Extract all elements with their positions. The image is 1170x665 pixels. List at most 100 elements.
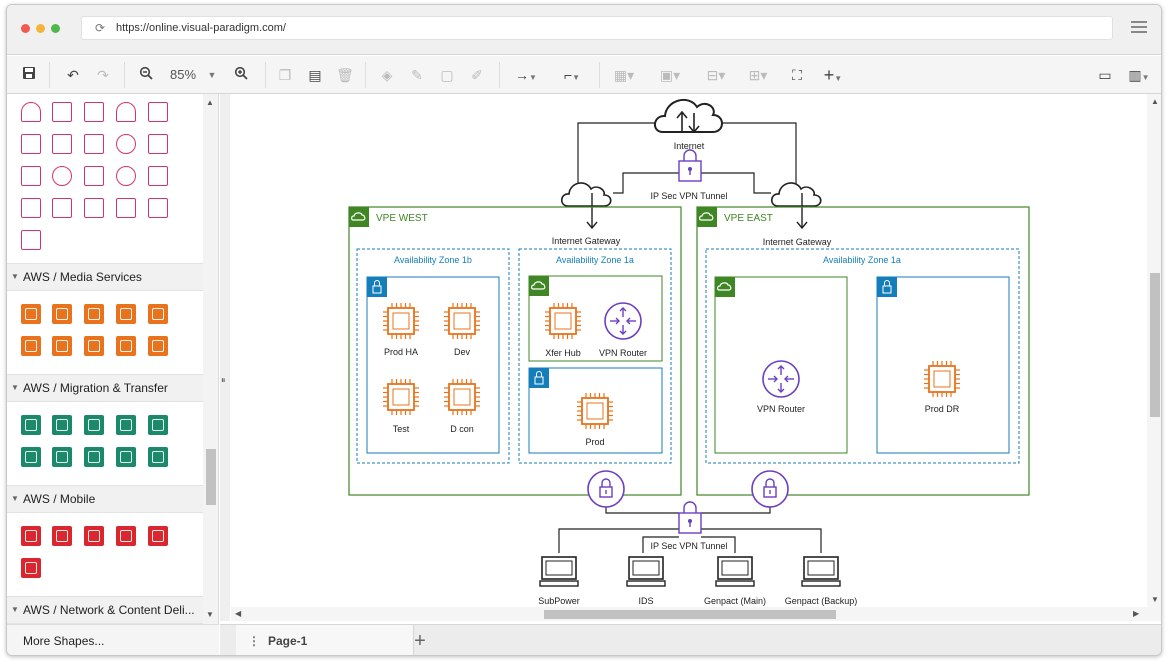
distribute-icon[interactable]: ⊞▾ <box>748 67 768 83</box>
internet-cloud-icon[interactable] <box>654 98 723 134</box>
zone-1a-east-container[interactable] <box>705 248 1020 464</box>
sidebar-scrollbar-thumb[interactable] <box>206 449 216 505</box>
shape-icon[interactable] <box>21 198 41 218</box>
media-service-icon[interactable] <box>21 304 41 324</box>
sidebar-resize-handle[interactable]: ⏸ <box>221 375 226 385</box>
category-network-content-delivery[interactable]: ▼ AWS / Network & Content Deli... <box>7 596 203 624</box>
media-service-icon[interactable] <box>148 336 168 356</box>
migration-service-icon[interactable] <box>116 415 136 435</box>
ec2-instance-icon[interactable] <box>576 392 614 430</box>
migration-service-icon[interactable] <box>21 447 41 467</box>
shape-icon[interactable] <box>84 166 104 186</box>
media-service-icon[interactable] <box>84 304 104 324</box>
paste-icon[interactable]: ▤ <box>308 67 322 83</box>
migration-service-icon[interactable] <box>148 415 168 435</box>
format-panel-icon[interactable]: ▭ <box>1098 67 1112 83</box>
more-shapes-button[interactable]: More Shapes... <box>7 624 219 655</box>
media-service-icon[interactable] <box>148 304 168 324</box>
shape-icon[interactable] <box>116 198 136 218</box>
copy-icon[interactable]: ❐ <box>278 67 292 83</box>
scroll-left-icon[interactable]: ◀ <box>235 609 242 618</box>
vpn-connection-west-icon[interactable] <box>587 470 625 508</box>
line-color-icon[interactable]: ✎ <box>411 67 423 83</box>
fill-color-icon[interactable]: ◈ <box>381 67 393 83</box>
vpn-router-icon[interactable] <box>604 302 642 340</box>
shadow-icon[interactable]: ▢ <box>440 67 454 83</box>
gear-icon[interactable] <box>52 166 72 186</box>
zoom-in-icon[interactable] <box>231 65 251 85</box>
shape-icon[interactable] <box>148 166 168 186</box>
scroll-up-icon[interactable]: ▲ <box>1151 97 1159 106</box>
client-laptop-icon[interactable] <box>626 556 666 587</box>
mobile-service-icon[interactable] <box>21 558 41 578</box>
internet-gateway-west-icon[interactable] <box>560 182 612 230</box>
zoom-out-icon[interactable] <box>136 65 156 85</box>
shape-icon[interactable] <box>52 134 72 154</box>
zoom-dropdown-icon[interactable]: ▼ <box>207 70 217 80</box>
mobile-service-icon[interactable] <box>116 526 136 546</box>
vpc-east-container[interactable] <box>696 206 1030 496</box>
media-service-icon[interactable] <box>116 304 136 324</box>
client-laptop-icon[interactable] <box>801 556 841 587</box>
media-service-icon[interactable] <box>116 336 136 356</box>
public-subnet-east[interactable] <box>714 276 848 454</box>
maximize-window-button[interactable] <box>51 24 60 33</box>
lock-icon[interactable] <box>148 102 168 122</box>
mobile-service-icon[interactable] <box>52 526 72 546</box>
client-laptop-icon[interactable] <box>715 556 755 587</box>
shape-icon[interactable] <box>84 102 104 122</box>
shape-icon[interactable] <box>21 166 41 186</box>
media-service-icon[interactable] <box>21 336 41 356</box>
ec2-instance-icon[interactable] <box>443 302 481 340</box>
redo-icon[interactable]: ↷ <box>97 67 109 83</box>
media-service-icon[interactable] <box>52 336 72 356</box>
address-bar[interactable]: ⟳ https://online.visual-paradigm.com/ <box>81 16 1113 40</box>
migration-service-icon[interactable] <box>84 415 104 435</box>
page-menu-icon[interactable]: ⋮ <box>248 634 260 648</box>
zoom-level[interactable]: 85% <box>169 67 197 82</box>
ec2-instance-icon[interactable] <box>923 360 961 398</box>
shape-icon[interactable] <box>116 102 136 122</box>
shape-icon[interactable] <box>116 166 136 186</box>
minimize-window-button[interactable] <box>36 24 45 33</box>
diagram-canvas[interactable]: Internet IP Sec VPN Tunnel <box>230 94 1147 621</box>
migration-service-icon[interactable] <box>116 447 136 467</box>
private-subnet-1b[interactable] <box>366 276 500 454</box>
vpc-west-container[interactable] <box>348 206 682 496</box>
shape-icon[interactable] <box>21 134 41 154</box>
migration-service-icon[interactable] <box>148 447 168 467</box>
layer-icon[interactable]: ▣▾ <box>659 67 681 83</box>
scroll-right-icon[interactable]: ▶ <box>1133 609 1140 618</box>
waypoint-style-icon[interactable]: ⌐▼ <box>563 67 581 83</box>
connector-style-icon[interactable]: →▼ <box>515 67 537 83</box>
category-mobile[interactable]: ▼ AWS / Mobile <box>7 485 203 513</box>
ec2-instance-icon[interactable] <box>544 302 582 340</box>
close-window-button[interactable] <box>21 24 30 33</box>
client-laptop-icon[interactable] <box>539 556 579 587</box>
vpn-connection-east-icon[interactable] <box>751 470 789 508</box>
canvas-vertical-scroll-thumb[interactable] <box>1150 273 1160 417</box>
sidebar-scrollbar[interactable] <box>203 94 218 624</box>
shape-icon[interactable] <box>21 102 41 122</box>
menu-icon[interactable] <box>1131 21 1147 35</box>
add-page-button[interactable]: + <box>414 630 426 652</box>
document-icon[interactable] <box>148 134 168 154</box>
private-subnet-1a-west[interactable] <box>528 367 663 454</box>
align-icon[interactable]: ⊟▾ <box>706 67 726 83</box>
save-icon[interactable] <box>21 65 37 85</box>
zone-1b-container[interactable] <box>356 248 510 464</box>
select-all-icon[interactable]: ⛶ <box>792 67 802 83</box>
mobile-service-icon[interactable] <box>84 526 104 546</box>
migration-service-icon[interactable] <box>52 447 72 467</box>
reload-icon[interactable]: ⟳ <box>95 21 106 35</box>
shape-icon[interactable] <box>84 198 104 218</box>
delete-icon[interactable]: 🗑 <box>336 67 354 83</box>
mobile-service-icon[interactable] <box>148 526 168 546</box>
migration-service-icon[interactable] <box>21 415 41 435</box>
ec2-instance-icon[interactable] <box>382 302 420 340</box>
checklist-icon[interactable] <box>52 198 72 218</box>
category-media-services[interactable]: ▼ AWS / Media Services <box>7 263 203 291</box>
add-icon[interactable]: +▼ <box>823 65 843 85</box>
ec2-instance-icon[interactable] <box>382 378 420 416</box>
public-subnet-1a[interactable] <box>528 275 663 362</box>
